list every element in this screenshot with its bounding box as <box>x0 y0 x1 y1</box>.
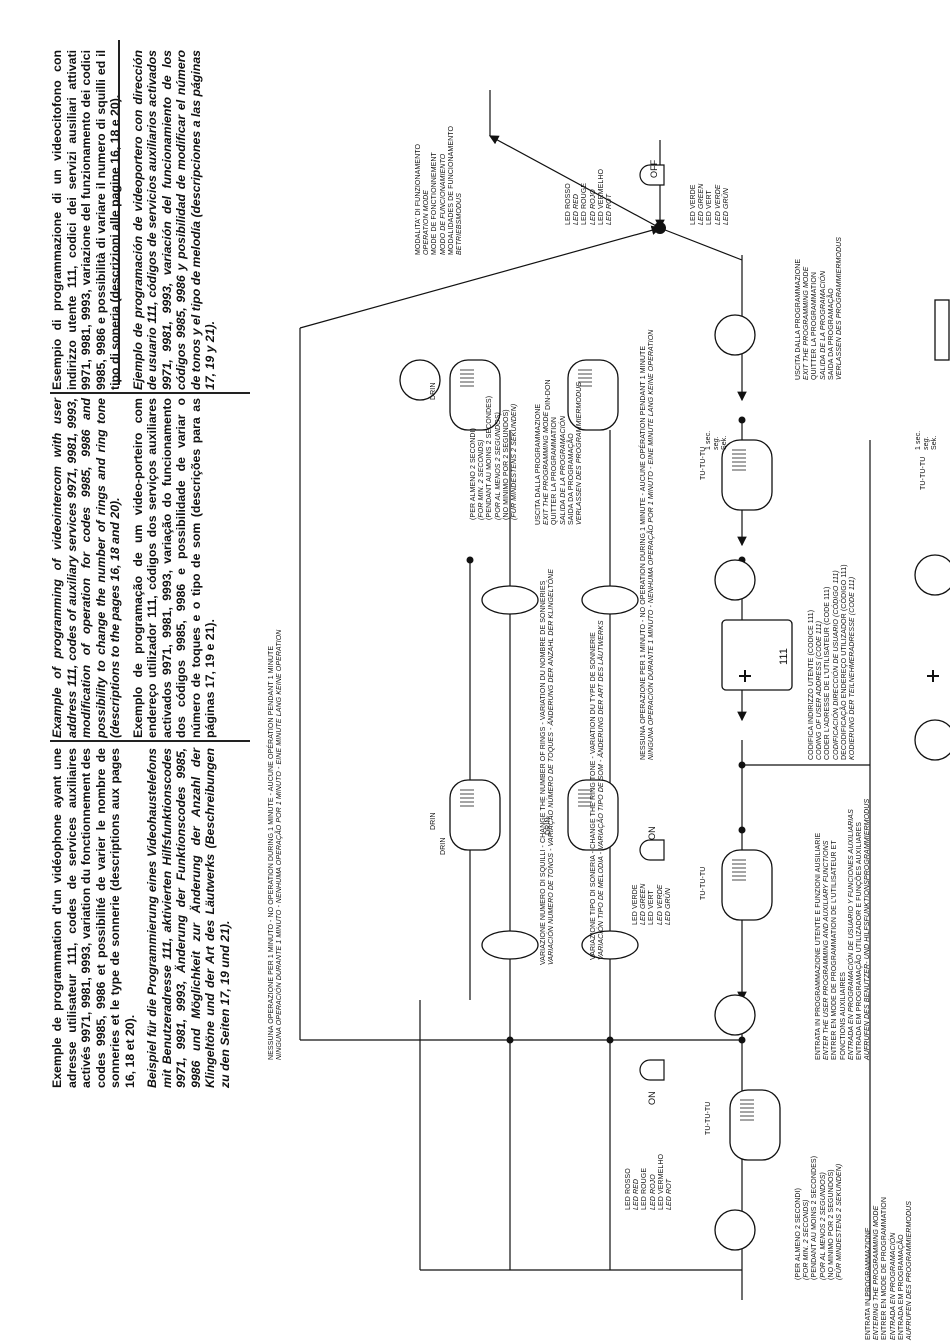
node <box>738 761 746 769</box>
handset-box-rings-2 <box>449 359 501 431</box>
label-enter-user: ENTRATA IN PROGRAMMAZIONE UTENTE E FUNZI… <box>815 798 872 1060</box>
speaker-grille <box>732 859 746 881</box>
button-press-hand-icon <box>714 559 756 601</box>
handset-box-1 <box>729 1089 781 1161</box>
label-operation-mode: MODALITA' DI FUNZIONAMENTO OPERATION MOD… <box>415 125 464 255</box>
button-press-hand-icon <box>714 314 756 356</box>
speaker-grille <box>460 789 474 807</box>
handset-box-tone-1 <box>567 779 619 851</box>
button-press-hand-icon <box>714 994 756 1036</box>
label-code: 111 <box>778 647 790 665</box>
label-drin-1: DRIN <box>430 812 437 830</box>
label-led-green-2: LED VERDE LED GREEN LED VERT LED VERDE L… <box>690 183 730 225</box>
plus-icon <box>927 670 939 682</box>
label-sec-1: 1 sec. seg. Sek. <box>705 430 729 450</box>
speaker-grille <box>740 1099 754 1121</box>
node <box>738 1036 746 1044</box>
label-drin-2: DRIN <box>440 837 447 855</box>
label-drin-3: DRIN <box>430 382 437 400</box>
flow-join <box>659 227 743 261</box>
label-tutu-1: TU-TU-TU <box>705 1101 712 1135</box>
node <box>466 556 474 564</box>
label-timeout-mid: NESSUNA OPERAZIONE PER 1 MINUTO - NO OPE… <box>640 329 656 760</box>
row-divider-2 <box>50 740 250 742</box>
speaker-grille <box>578 369 592 387</box>
label-hold-2s: (PER ALMENO 2 SECONDI) (FOR MIN. 2 SECON… <box>795 1155 844 1280</box>
row-divider-1 <box>50 392 250 394</box>
speaker-grille <box>460 369 474 387</box>
speaker-grille <box>578 789 592 807</box>
button-press-hand-icon <box>399 359 441 401</box>
button-press-hand-icon <box>914 719 950 761</box>
handset-box-bottom <box>934 299 950 361</box>
label-led-red-2: LED ROSSO LED RED LED ROUGE LED ROJO LED… <box>565 168 614 225</box>
handset-box-tone-2 <box>567 359 619 431</box>
led-on-icon <box>639 1059 665 1081</box>
button-press-hand-icon <box>914 554 950 596</box>
keypad-box <box>721 619 793 691</box>
node <box>606 1036 614 1044</box>
led-on-icon <box>639 839 665 861</box>
label-led-green-1: LED VERDE LED GREEN LED VERT LED VERDE L… <box>632 883 672 925</box>
plus-icon <box>739 670 751 682</box>
label-coding: CODIFICA INDIRIZZO UTENTE (CODICE 111) C… <box>808 564 857 760</box>
label-on-1: ON <box>647 1091 657 1105</box>
handset-box-2 <box>721 849 773 921</box>
button-press-hand-icon <box>714 1209 756 1251</box>
node <box>738 826 746 834</box>
tone-button-icon <box>581 930 639 960</box>
label-timeout-top: NESSUNA OPERAZIONE PER 1 MINUTO - NO OPE… <box>268 629 284 1060</box>
label-exit-2: USCITA DALLA PROGRAMMAZIONE EXIT THE PRO… <box>795 236 844 380</box>
label-tutu-2: TU-TU-TU <box>700 866 707 900</box>
handset-box-rings-1 <box>449 779 501 851</box>
column-divider <box>118 40 120 385</box>
label-tutu-3: TU-TU-TU <box>700 446 707 480</box>
label-var-tone: VARIAZIONE TIPO DI SONERIA - CHANGE THE … <box>590 620 606 960</box>
label-var-rings: VARIAZIONE NUMERO DI SQUILLI - CHANGE TH… <box>540 568 556 965</box>
label-off: OFF <box>649 159 659 178</box>
label-exit-1: USCITA DALLA PROGRAMMAZIONE EXIT THE PRO… <box>535 381 584 525</box>
label-on-2: ON <box>647 826 657 840</box>
flow-line-operation <box>488 135 661 229</box>
node <box>506 1036 514 1044</box>
label-sec-2: 1 sec. seg. Sek. <box>915 430 939 450</box>
node-end <box>654 222 666 234</box>
volume-button-icon <box>481 930 539 960</box>
handset-box-3 <box>721 439 773 511</box>
label-entering: ENTRATA IN PROGRAMMAZIONE ENTERING THE P… <box>865 1197 914 1340</box>
led-off-icon <box>639 164 665 186</box>
volume-button-icon <box>481 585 539 615</box>
speaker-grille <box>732 449 746 471</box>
tone-button-icon <box>581 585 639 615</box>
flow-line-to-off <box>299 225 662 329</box>
label-led-red-1: LED ROSSO LED RED LED ROUGE LED ROJO LED… <box>625 1153 674 1210</box>
label-hold-2s-exit: (PER ALMENO 2 SECONDI) (FOR MIN. 2 SECON… <box>470 395 519 520</box>
node <box>738 416 746 424</box>
label-tutu-4: TU-TU-TU <box>920 456 927 490</box>
